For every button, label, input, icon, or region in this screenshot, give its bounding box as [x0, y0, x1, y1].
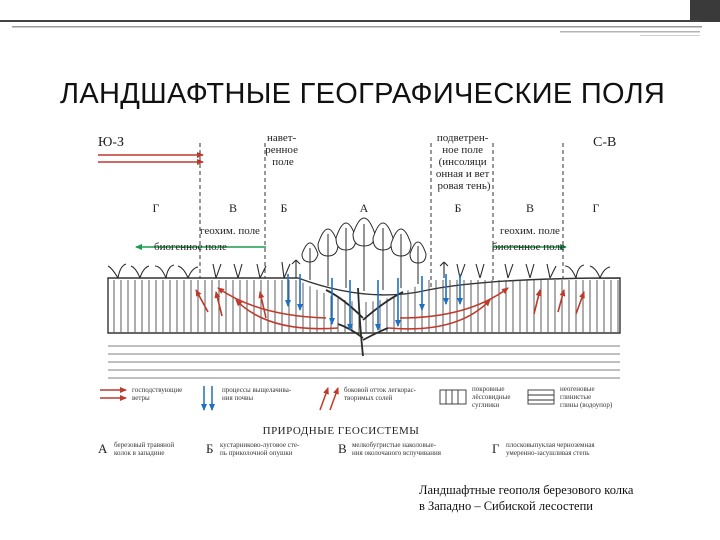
biogenic-field-label-left: биогенное поле: [154, 241, 227, 253]
legend-lateral-swatch: [319, 387, 339, 411]
zone-letter: В: [229, 201, 237, 215]
windward-field-label: подветрен- ное поле (инсоляци онная и ве…: [436, 132, 492, 192]
geosystem-description: березовый травяной колок в западине: [114, 441, 176, 457]
geosystem-letter: Г: [492, 441, 500, 456]
direction-sw: Ю-З: [98, 135, 124, 150]
zone-letter: Б: [281, 201, 288, 215]
soil-profile: [107, 277, 621, 379]
legend-lateral-text: боковой отток легкорас- творимых солей: [344, 386, 418, 402]
legend: господствующие ветры процессы выщелачива…: [100, 385, 613, 411]
geochem-field-label-left: геохим. поле: [200, 225, 260, 237]
legend-loam-swatch: [439, 389, 467, 405]
vegetation: [107, 259, 611, 279]
leeward-field-label: навет- ренное поле: [265, 132, 300, 168]
slide-title: ЛАНДШАФТНЫЕ ГЕОГРАФИЧЕСКИЕ ПОЛЯ: [60, 78, 666, 110]
legend-leaching-swatch: [201, 386, 215, 411]
legend-clay-swatch: [527, 389, 555, 405]
geosystem-letter: А: [98, 441, 108, 456]
zone-letters: Г В Б А Б В Г: [153, 201, 600, 215]
geosystems-list: А березовый травяной колок в западине Б …: [98, 441, 596, 457]
birch-trees: [301, 217, 427, 291]
geosystem-letter: Б: [206, 441, 213, 456]
zone-letter: Г: [153, 201, 160, 215]
geochem-field-label-right: геохим. поле: [500, 225, 560, 237]
geosystem-description: мелкобугристые наколовые- ния околочаног…: [352, 441, 442, 457]
legend-winds-swatch: [100, 387, 127, 401]
zone-boundaries: [199, 143, 564, 298]
geosystem-description: кустарниково-луговое сте- пь приколочной…: [220, 441, 301, 457]
wind-arrows-top: [98, 152, 204, 165]
caption-line: Ландшафтные геополя березового колка: [419, 483, 634, 497]
legend-leaching-text: процессы выщелачива- ния почвы: [222, 386, 293, 402]
legend-winds-text: господствующие ветры: [132, 386, 184, 402]
caption-line: в Западно – Сибиской лесостепи: [419, 499, 593, 513]
legend-loam-text: покровные лёссовидные суглинки: [472, 385, 512, 409]
zone-letter: В: [526, 201, 534, 215]
zone-letter: Г: [593, 201, 600, 215]
geosystems-heading: ПРИРОДНЫЕ ГЕОСИСТЕМЫ: [263, 425, 420, 437]
landscape-fields-diagram: Ю-З С-В навет- ренное поле подветрен- но…: [98, 132, 621, 457]
legend-clay-text: неогеновые глинистые глины (водоупор): [560, 385, 613, 409]
biogenic-field-label-right: биогенное поле: [492, 241, 565, 253]
slide-caption: Ландшафтные геополя березового колка в З…: [419, 482, 709, 514]
geosystem-letter: В: [338, 441, 347, 456]
salt-outflow-arrows: [195, 287, 585, 330]
zone-letter: А: [360, 201, 369, 215]
zone-letter: Б: [455, 201, 462, 215]
top-decoration-bar: [0, 0, 720, 38]
leaching-arrows: [285, 274, 463, 331]
direction-ne: С-В: [593, 135, 616, 150]
geosystem-description: плосковыпуклая черноземная умеренно-засу…: [506, 441, 596, 457]
